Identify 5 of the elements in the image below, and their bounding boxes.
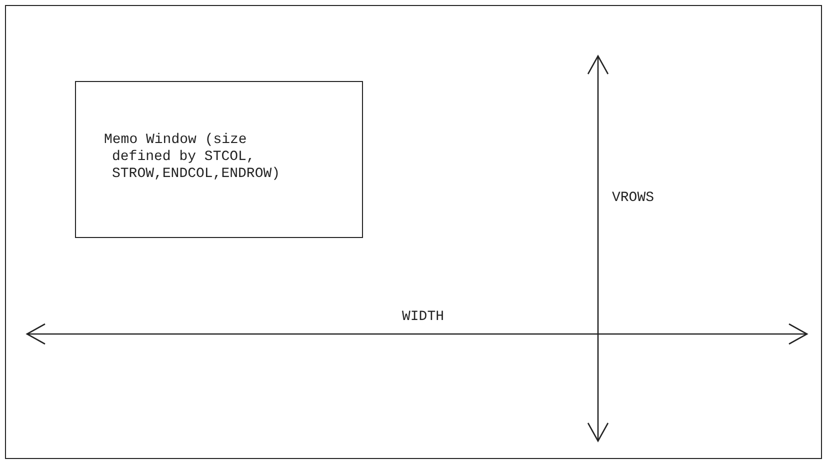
dimension-label: WIDTH [402, 309, 444, 325]
memo-window-box [75, 81, 363, 238]
dimension-label: VROWS [612, 190, 654, 206]
window-caption: Memo Window (size defined by STCOL, STROW,ENDCOL,ENDROW) [104, 132, 282, 183]
screen-area-box [5, 5, 822, 459]
